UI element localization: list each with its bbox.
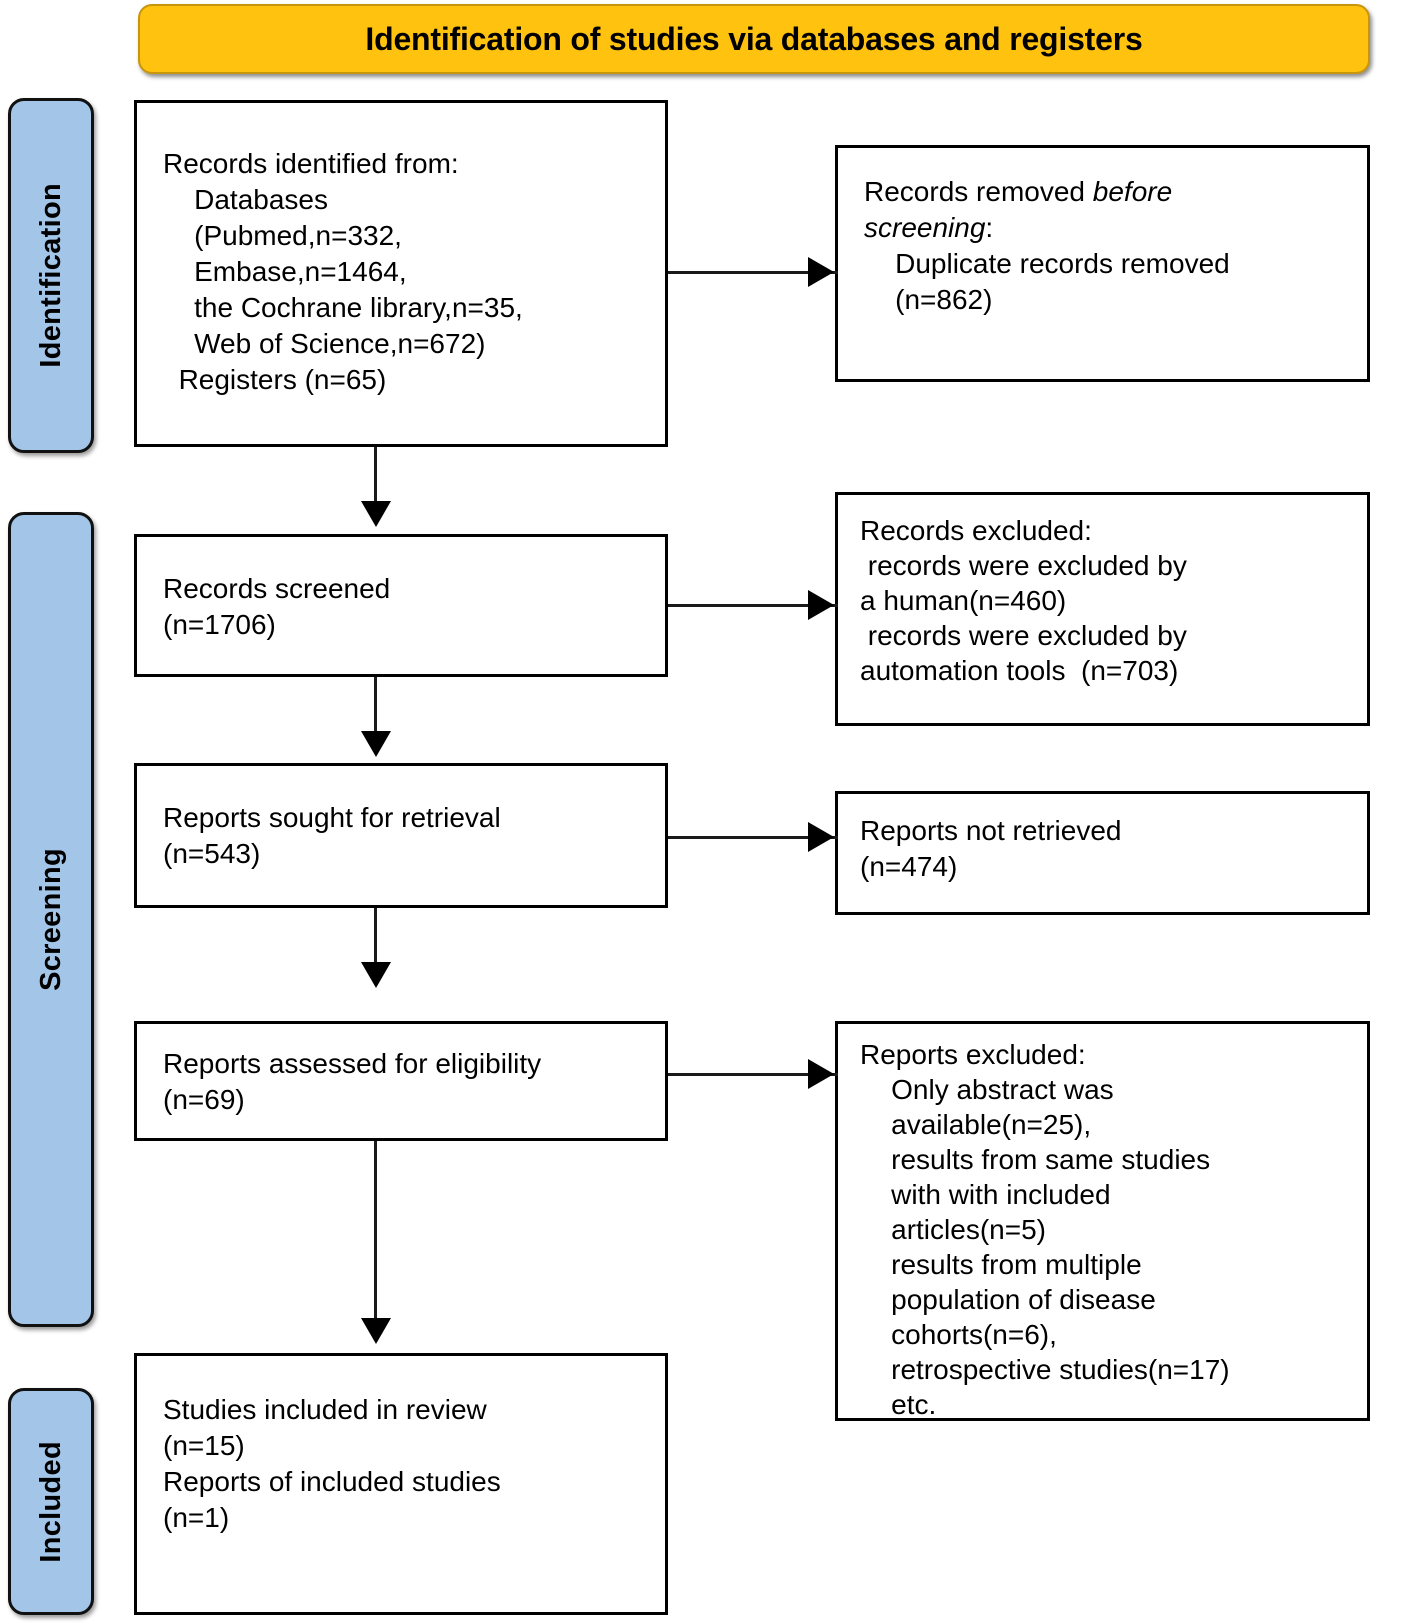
records-removed-italic-screening: screening <box>864 211 986 243</box>
connector-screened-to-excluded <box>668 604 838 607</box>
arrowhead-sought-to-assessed <box>361 962 391 988</box>
box-studies-included: Studies included in review (n=15) Report… <box>134 1353 668 1615</box>
arrowhead-assessed-to-included <box>361 1318 391 1344</box>
box-records-screened-text: Records screened (n=1706) <box>163 573 391 640</box>
box-records-identified: Records identified from: Databases (Pubm… <box>134 100 668 447</box>
stage-rail-screening: Screening <box>8 512 94 1327</box>
stage-label-screening: Screening <box>34 848 67 991</box>
phase-banner-title: Identification of studies via databases … <box>365 20 1143 57</box>
arrowhead-assessed-to-reports-excluded <box>808 1059 834 1089</box>
box-reports-assessed: Reports assessed for eligibility (n=69) <box>134 1021 668 1141</box>
box-reports-sought: Reports sought for retrieval (n=543) <box>134 763 668 908</box>
box-records-removed-text: Records removed before screening: Duplica… <box>864 174 1359 318</box>
records-removed-rest: Duplicate records removed (n=862) <box>895 247 1230 315</box>
box-reports-not-retrieved-text: Reports not retrieved (n=474) <box>860 815 1122 882</box>
stage-label-identification: Identification <box>34 183 67 368</box>
box-records-excluded-text: Records excluded: records were excluded … <box>860 515 1187 686</box>
box-reports-sought-text: Reports sought for retrieval (n=543) <box>163 802 501 869</box>
box-reports-excluded: Reports excluded: Only abstract was avai… <box>835 1021 1370 1421</box>
arrowhead-screened-to-excluded <box>808 590 834 620</box>
box-reports-excluded-text: Reports excluded: Only abstract was avai… <box>860 1039 1230 1420</box>
stage-rail-identification: Identification <box>8 98 94 453</box>
box-reports-assessed-text: Reports assessed for eligibility (n=69) <box>163 1048 542 1115</box>
box-reports-not-retrieved: Reports not retrieved (n=474) <box>835 791 1370 915</box>
connector-identified-to-screened <box>374 447 377 519</box>
phase-banner-identification: Identification of studies via databases … <box>138 4 1370 74</box>
box-records-identified-text: Records identified from: Databases (Pubm… <box>163 148 523 395</box>
connector-assessed-to-reports-excluded <box>668 1073 838 1076</box>
box-records-screened: Records screened (n=1706) <box>134 534 668 677</box>
stage-rail-included: Included <box>8 1388 94 1615</box>
connector-sought-to-not-retrieved <box>668 836 838 839</box>
connector-sought-to-assessed <box>374 908 377 980</box>
stage-label-included: Included <box>34 1440 67 1563</box>
arrowhead-identified-to-screened <box>361 501 391 527</box>
connector-screened-to-sought <box>374 677 377 749</box>
connector-assessed-to-included <box>374 1141 377 1333</box>
arrowhead-screened-to-sought <box>361 731 391 757</box>
records-removed-italic-before: before <box>1092 176 1173 207</box>
arrowhead-sought-to-not-retrieved <box>808 822 834 852</box>
box-records-excluded: Records excluded: records were excluded … <box>835 492 1370 726</box>
box-studies-included-text: Studies included in review (n=15) Report… <box>163 1394 501 1533</box>
box-records-removed-before-screening: Records removed before screening: Duplica… <box>835 145 1370 382</box>
records-removed-colon: : <box>985 211 994 243</box>
records-removed-prefix: Records removed <box>864 176 1093 207</box>
arrowhead-identified-to-removed <box>808 257 834 287</box>
connector-identified-to-removed <box>668 271 838 274</box>
